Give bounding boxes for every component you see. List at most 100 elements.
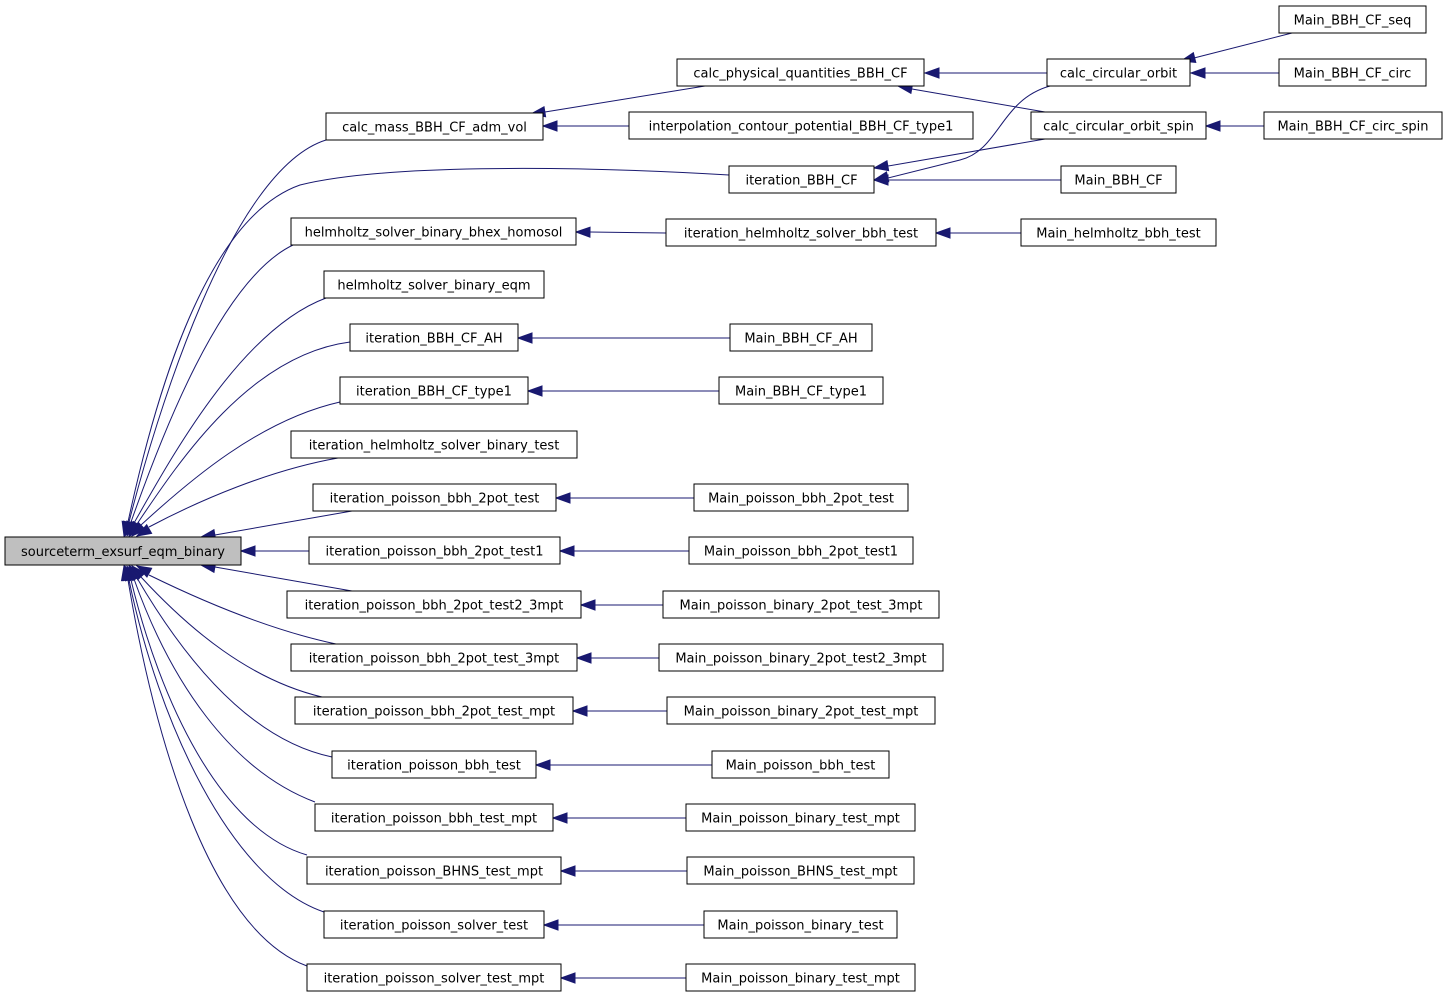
function-node[interactable]: Main_BBH_CF_seq xyxy=(1278,5,1427,34)
edge-line xyxy=(136,341,351,525)
function-node[interactable]: calc_physical_quantities_BBH_CF xyxy=(676,58,925,87)
edge-arrowhead xyxy=(1189,67,1206,79)
function-node[interactable]: Main_poisson_binary_2pot_test_mpt xyxy=(666,696,936,725)
function-node[interactable]: Main_poisson_bbh_2pot_test xyxy=(693,483,909,512)
node-box xyxy=(4,536,242,566)
edge-arrowhead xyxy=(934,227,951,239)
function-node[interactable]: iteration_poisson_BHNS_test_mpt xyxy=(306,856,562,885)
function-node[interactable]: Main_BBH_CF_AH xyxy=(729,323,873,352)
edge-n18-to-n17 xyxy=(526,385,719,397)
edge-line xyxy=(911,88,1046,113)
node-label: iteration_helmholtz_solver_binary_test xyxy=(309,439,560,454)
function-node[interactable]: interpolation_contour_potential_BBH_CF_t… xyxy=(628,111,974,140)
function-node[interactable]: Main_poisson_binary_test_mpt xyxy=(685,963,916,992)
edge-n1-to-n0 xyxy=(123,139,327,538)
function-node[interactable]: iteration_poisson_bbh_2pot_test_3mpt xyxy=(290,643,578,672)
edge-n21-to-n20 xyxy=(554,492,694,504)
node-box xyxy=(1278,58,1427,87)
edge-n19-to-n0 xyxy=(135,457,339,537)
node-box xyxy=(1030,111,1207,140)
node-label: calc_circular_orbit xyxy=(1060,67,1177,82)
node-box xyxy=(323,270,545,299)
function-node[interactable]: calc_circular_orbit_spin xyxy=(1030,111,1207,140)
node-box xyxy=(331,750,537,779)
node-label: Main_BBH_CF_type1 xyxy=(735,385,867,400)
node-label: iteration_BBH_CF_type1 xyxy=(356,385,512,400)
edge-arrowhead xyxy=(559,865,576,877)
edge-n12-to-n11 xyxy=(574,226,667,238)
edge-arrowhead xyxy=(542,919,559,931)
edge-arrowhead xyxy=(526,385,543,397)
function-node[interactable]: Main_BBH_CF_circ xyxy=(1278,58,1427,87)
function-node[interactable]: Main_BBH_CF_type1 xyxy=(718,376,884,405)
node-label: iteration_poisson_bbh_2pot_test2_3mpt xyxy=(305,599,564,614)
node-box xyxy=(314,803,554,832)
function-node[interactable]: Main_BBH_CF_circ_spin xyxy=(1263,111,1443,140)
node-box xyxy=(339,376,529,405)
node-box xyxy=(693,483,909,512)
function-node[interactable]: Main_poisson_bbh_test xyxy=(711,750,890,779)
edge-n28-to-n0 xyxy=(131,564,323,698)
function-node[interactable]: Main_poisson_BHNS_test_mpt xyxy=(686,856,915,885)
edge-n23-to-n22 xyxy=(558,545,689,557)
function-node[interactable]: calc_circular_orbit xyxy=(1046,58,1191,87)
edge-arrowhead xyxy=(575,652,592,664)
edge-line xyxy=(127,167,730,523)
node-box xyxy=(718,376,884,405)
function-node[interactable]: Main_helmholtz_bbh_test xyxy=(1020,218,1217,247)
node-box xyxy=(308,536,561,565)
node-box xyxy=(306,856,562,885)
function-node[interactable]: Main_BBH_CF xyxy=(1060,165,1177,194)
edge-line xyxy=(136,577,333,758)
function-node[interactable]: iteration_poisson_bbh_2pot_test1 xyxy=(308,536,561,565)
edge-n16-to-n15 xyxy=(516,332,730,344)
function-node[interactable]: Main_poisson_binary_2pot_test_3mpt xyxy=(662,590,940,619)
edge-line xyxy=(133,297,327,524)
function-node[interactable]: iteration_poisson_bbh_test_mpt xyxy=(314,803,554,832)
node-label: iteration_poisson_BHNS_test_mpt xyxy=(325,865,543,880)
node-label: calc_mass_BBH_CF_adm_vol xyxy=(342,121,527,136)
function-node[interactable]: iteration_poisson_bbh_2pot_test xyxy=(312,483,557,512)
edge-arrowhead xyxy=(135,523,153,537)
function-node[interactable]: iteration_poisson_solver_test xyxy=(323,910,545,939)
function-node[interactable]: iteration_poisson_bbh_2pot_test_mpt xyxy=(294,696,574,725)
node-box xyxy=(349,323,519,352)
function-node[interactable]: Main_poisson_binary_test_mpt xyxy=(685,803,916,832)
function-node[interactable]: Main_poisson_bbh_2pot_test1 xyxy=(688,536,914,565)
function-node[interactable]: Main_poisson_binary_test xyxy=(703,910,898,939)
function-node[interactable]: iteration_helmholtz_solver_bbh_test xyxy=(665,218,937,247)
node-label: iteration_poisson_solver_test xyxy=(340,919,528,934)
node-label: Main_poisson_binary_test xyxy=(717,919,883,934)
function-node[interactable]: helmholtz_solver_binary_bhex_homosol xyxy=(290,217,577,246)
function-node[interactable]: iteration_BBH_CF_type1 xyxy=(339,376,529,405)
function-node[interactable]: calc_mass_BBH_CF_adm_vol xyxy=(325,112,544,141)
edge-n27-to-n26 xyxy=(575,652,659,664)
node-label: Main_BBH_CF_circ_spin xyxy=(1277,120,1428,135)
function-node[interactable]: Main_poisson_binary_2pot_test2_3mpt xyxy=(658,643,944,672)
node-box xyxy=(685,963,916,992)
edge-arrowhead xyxy=(579,599,596,611)
node-label: Main_poisson_bbh_test xyxy=(726,759,876,774)
node-label: Main_poisson_BHNS_test_mpt xyxy=(703,865,897,880)
function-node[interactable]: iteration_poisson_bbh_test xyxy=(331,750,537,779)
node-label: calc_circular_orbit_spin xyxy=(1043,120,1194,135)
root-function-node[interactable]: sourceterm_exsurf_eqm_binary xyxy=(4,536,242,566)
function-node[interactable]: iteration_poisson_solver_test_mpt xyxy=(306,963,562,992)
edge-arrowhead xyxy=(541,120,558,132)
function-node[interactable]: iteration_helmholtz_solver_binary_test xyxy=(290,430,578,459)
node-label: Main_poisson_binary_test_mpt xyxy=(701,812,900,827)
edge-arrowhead xyxy=(239,545,256,557)
node-label: Main_poisson_binary_2pot_test_mpt xyxy=(684,705,919,720)
edge-n25-to-n24 xyxy=(579,599,663,611)
node-box xyxy=(294,696,574,725)
edge-n14-to-n0 xyxy=(128,297,327,538)
function-node[interactable]: iteration_poisson_bbh_2pot_test2_3mpt xyxy=(286,590,582,619)
edge-line xyxy=(128,139,327,523)
node-box xyxy=(290,430,578,459)
function-node[interactable]: iteration_BBH_CF_AH xyxy=(349,323,519,352)
function-node[interactable]: helmholtz_solver_binary_eqm xyxy=(323,270,545,299)
node-label: iteration_poisson_solver_test_mpt xyxy=(324,972,545,987)
function-node[interactable]: iteration_BBH_CF xyxy=(728,165,875,194)
node-box xyxy=(662,590,940,619)
edge-n3-to-n2 xyxy=(923,67,1047,79)
